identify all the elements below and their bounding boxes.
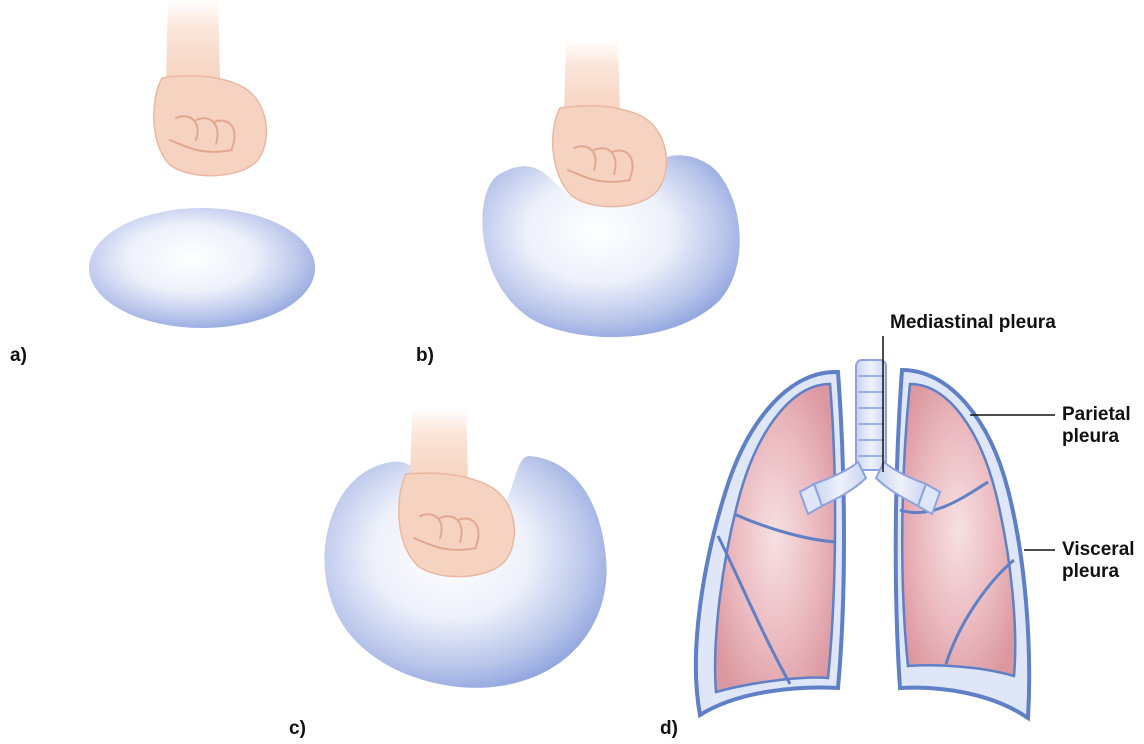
parietal-line-2: pleura	[1062, 426, 1131, 448]
parietal-pleura-label: Parietal pleura	[1062, 404, 1131, 448]
fist-b	[553, 40, 667, 207]
panel-b	[482, 40, 739, 337]
arm-a	[166, 0, 220, 80]
hand-b	[553, 106, 667, 207]
arm-b	[564, 40, 620, 112]
arm-c	[410, 408, 468, 478]
panel-label-c: c)	[289, 718, 306, 740]
panel-label-a: a)	[10, 345, 27, 367]
panel-label-d: d)	[660, 718, 678, 740]
mediastinal-pleura-label: Mediastinal pleura	[890, 312, 1056, 334]
parietal-line-1: Parietal	[1062, 404, 1131, 426]
panel-a	[89, 0, 315, 328]
trachea	[856, 360, 886, 470]
hand-c	[399, 473, 515, 577]
panel-d	[696, 360, 1029, 718]
balloon-a	[89, 208, 315, 328]
left-lung	[715, 384, 835, 692]
panel-c	[325, 408, 607, 688]
visceral-line-2: pleura	[1062, 561, 1135, 583]
fist-c	[399, 408, 515, 577]
visceral-pleura-label: Visceral pleura	[1062, 539, 1135, 583]
hand-a	[154, 76, 267, 176]
visceral-line-1: Visceral	[1062, 539, 1135, 561]
panel-label-b: b)	[416, 345, 434, 367]
fist-a	[154, 0, 267, 176]
